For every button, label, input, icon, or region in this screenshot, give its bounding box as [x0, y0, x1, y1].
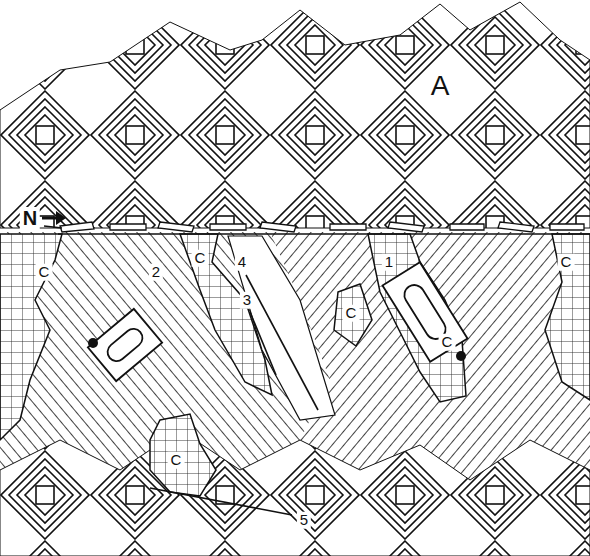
- region-letter: C: [168, 452, 185, 469]
- feature-line: [150, 488, 292, 515]
- feature-line: [246, 275, 318, 410]
- track-line: [58, 233, 590, 235]
- vehicle-dot: [456, 351, 466, 361]
- callout-number: 3: [240, 292, 254, 309]
- bottom-terrain: [0, 430, 590, 556]
- middle-terrain-right: [270, 232, 590, 480]
- callout-number: 2: [149, 264, 163, 281]
- north-label: N: [20, 207, 40, 229]
- callout-number: 4: [235, 254, 249, 271]
- callout-number: 5: [297, 512, 311, 529]
- callout-number: 1: [382, 254, 396, 271]
- north-arrow: [42, 211, 66, 228]
- region-letter: C: [439, 334, 456, 351]
- region-letter: C: [192, 250, 209, 267]
- region-letter: C: [558, 254, 575, 271]
- feature-line: [250, 312, 276, 375]
- c-regions: [0, 234, 590, 496]
- vehicle-symbol: [88, 309, 162, 381]
- vehicle-symbol: [382, 262, 467, 362]
- area-letter: A: [428, 71, 453, 102]
- region-letter: C: [36, 264, 53, 281]
- top-terrain: [0, 2, 590, 228]
- clearing: [228, 236, 335, 420]
- track-dashes: [60, 222, 584, 232]
- vehicle-dot: [88, 338, 98, 348]
- region-letter: C: [343, 305, 360, 322]
